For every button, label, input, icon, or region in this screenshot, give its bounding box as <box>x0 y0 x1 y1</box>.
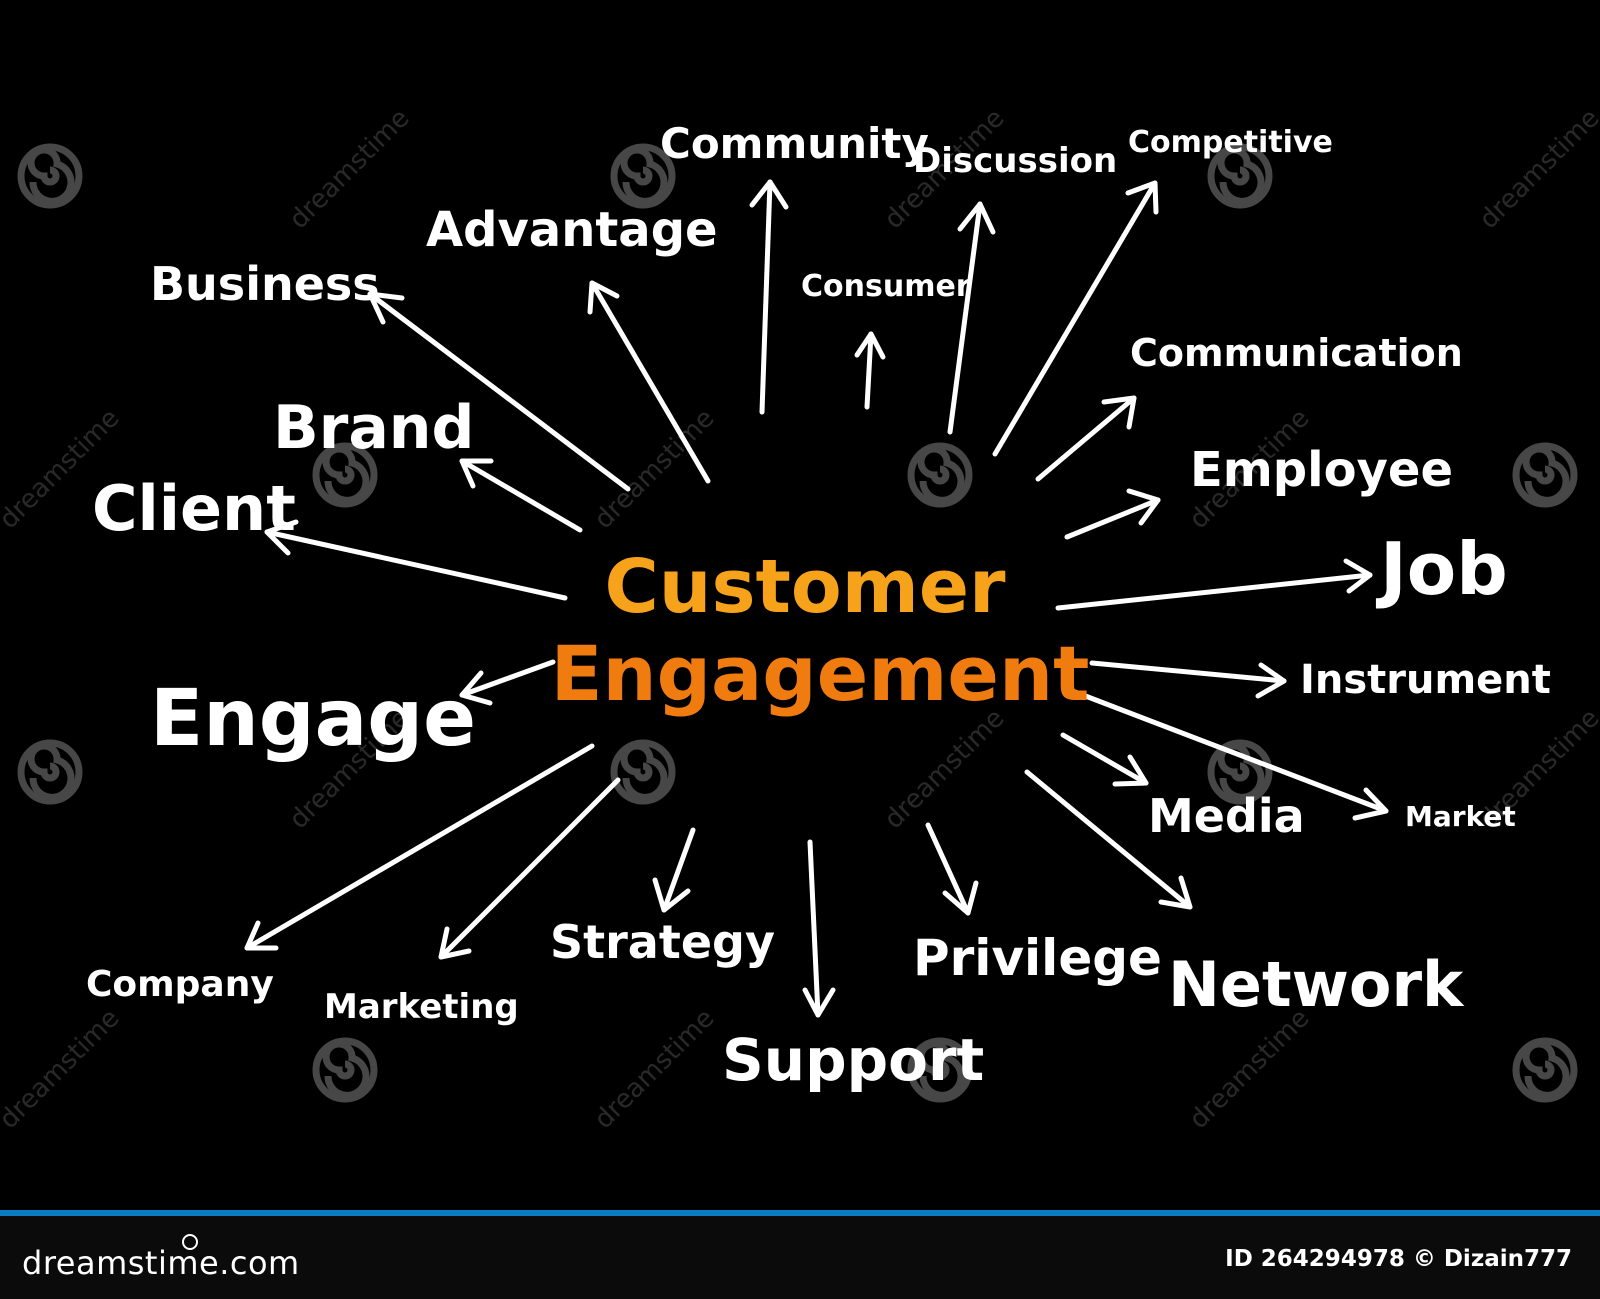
watermark-spiral-icon <box>21 743 79 801</box>
watermark-text: dreamstime <box>1184 1003 1316 1135</box>
arrow-to-market <box>1072 689 1389 821</box>
mind-map-svg: dreamstime dreamstime dreamstime dreamst… <box>0 103 1600 1135</box>
arrow-to-business <box>367 291 631 492</box>
keyword-advantage: Advantage <box>426 202 718 258</box>
arrow-to-strategy <box>652 827 696 913</box>
watermark-text: dreamstime <box>589 1003 721 1135</box>
keyword-company: Company <box>86 964 274 1005</box>
arrow-to-marketing <box>438 777 621 960</box>
watermark-spiral-icon <box>911 446 969 504</box>
keyword-business: Business <box>150 257 380 311</box>
watermark-spiral-icon <box>1516 1041 1574 1099</box>
watermark-spiral-icon <box>21 147 79 205</box>
watermark-spiral-icon <box>1516 446 1574 504</box>
arrow-to-instrument <box>1089 660 1287 699</box>
keyword-discussion: Discussion <box>913 141 1117 181</box>
center-title-line1: Customer <box>604 544 1006 630</box>
keyword-brand: Brand <box>273 393 474 463</box>
arrow-to-privilege <box>925 822 979 916</box>
arrow-to-advantage <box>587 280 711 484</box>
arrow-to-discussion <box>947 201 996 435</box>
keyword-engage: Engage <box>150 674 476 764</box>
keyword-consumer: Consumer <box>801 269 971 304</box>
keyword-marketing: Marketing <box>324 987 519 1027</box>
arrow-to-employee <box>1064 488 1161 540</box>
keyword-employee: Employee <box>1190 442 1453 498</box>
arrow-to-support <box>802 839 836 1018</box>
mind-map-canvas: dreamstime dreamstime dreamstime dreamst… <box>0 103 1600 1135</box>
footer-accent-bar <box>0 1210 1600 1216</box>
central-concept: Customer Engagement <box>551 544 1090 718</box>
stock-footer: dreamstime.com ID 264294978 © Dizain777 <box>0 1210 1600 1299</box>
arrow-to-community <box>749 179 789 415</box>
watermark-text: dreamstime <box>284 103 416 235</box>
arrow-to-media <box>1060 732 1149 787</box>
keyword-competitive: Competitive <box>1128 125 1333 160</box>
keyword-client: Client <box>92 472 296 545</box>
arrow-to-client <box>264 519 568 601</box>
watermark-text: dreamstime <box>1474 103 1600 235</box>
arrows-layer <box>244 179 1389 1018</box>
keyword-support: Support <box>722 1026 984 1094</box>
arrow-to-network <box>1024 769 1193 910</box>
keyword-instrument: Instrument <box>1300 657 1551 703</box>
arrow-to-competitive <box>992 180 1159 457</box>
keyword-privilege: Privilege <box>913 929 1162 987</box>
arrow-to-company <box>244 743 595 951</box>
watermark-spiral-icon <box>316 1041 374 1099</box>
keyword-media: Media <box>1148 789 1305 843</box>
arrow-to-communication <box>1035 395 1137 482</box>
center-title-line2: Engagement <box>551 629 1090 718</box>
watermark-text: dreamstime <box>0 1003 125 1135</box>
footer-credit: ID 264294978 © Dizain777 <box>1225 1246 1572 1272</box>
keyword-network: Network <box>1168 948 1465 1021</box>
keyword-community: Community <box>660 119 929 168</box>
keyword-job: Job <box>1375 527 1508 611</box>
arrow-to-consumer <box>854 331 886 410</box>
keyword-strategy: Strategy <box>550 915 775 969</box>
keyword-communication: Communication <box>1130 331 1463 375</box>
watermark-spiral-icon <box>614 743 672 801</box>
arrow-to-engage <box>459 659 556 706</box>
keyword-market: Market <box>1405 800 1516 833</box>
footer-brand: dreamstime.com <box>22 1234 300 1282</box>
arrow-to-brand <box>459 458 583 533</box>
keywords-layer: Community Discussion Competitive Advanta… <box>86 119 1551 1094</box>
watermark-text: dreamstime <box>879 703 1011 835</box>
arrow-to-job <box>1055 558 1373 611</box>
